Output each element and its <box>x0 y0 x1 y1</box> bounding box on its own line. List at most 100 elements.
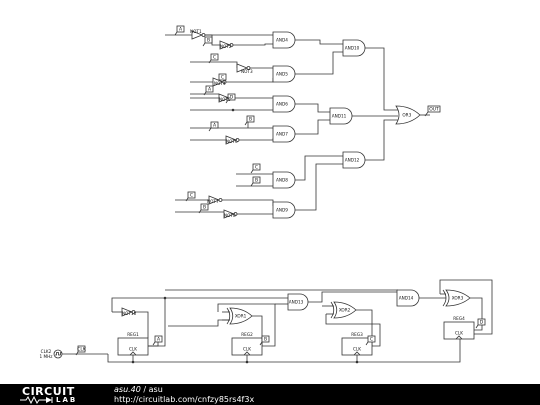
input-flag-label: A <box>213 123 217 129</box>
wire <box>238 138 274 141</box>
xor-gate[interactable] <box>226 307 253 325</box>
input-flag-label: C <box>221 75 224 81</box>
not-gate[interactable] <box>223 209 238 219</box>
register[interactable] <box>443 321 475 340</box>
or-gate[interactable] <box>395 105 421 125</box>
junction-dot <box>231 108 235 112</box>
wire <box>308 291 398 303</box>
not-gate[interactable] <box>219 40 234 50</box>
register-label: REG4 <box>453 316 465 321</box>
not-gate-label: NOT8 <box>224 213 236 218</box>
wire-layer <box>62 34 493 364</box>
input-flag[interactable] <box>202 36 213 47</box>
not-gate-label: NOT3 <box>241 69 253 74</box>
input-flag[interactable] <box>250 163 261 174</box>
not-gate[interactable] <box>208 195 223 205</box>
and-gate[interactable] <box>272 201 296 219</box>
and-gate-label: AND6 <box>276 102 288 107</box>
wire <box>295 119 330 135</box>
input-flag[interactable] <box>198 203 209 214</box>
or-gate-label: OR3 <box>402 113 411 118</box>
input-flag-label: C <box>255 165 258 171</box>
and-gate[interactable] <box>329 107 353 125</box>
xor-gate[interactable] <box>330 301 357 319</box>
circuit-name[interactable]: asu <box>148 385 163 394</box>
wire <box>190 61 238 68</box>
not-gate-label: NOT7 <box>207 199 219 204</box>
register[interactable] <box>117 337 149 356</box>
input-flag[interactable] <box>174 25 185 36</box>
register-output-flag[interactable] <box>152 335 163 346</box>
and-gate[interactable] <box>272 171 296 189</box>
xor-gate[interactable] <box>442 289 471 307</box>
input-flag[interactable] <box>208 53 219 64</box>
and-gate[interactable] <box>342 151 366 169</box>
clock-source[interactable] <box>53 349 63 359</box>
logo-resistor-icon <box>20 396 53 404</box>
register[interactable] <box>231 337 263 356</box>
and-gate-label: AND11 <box>332 114 347 119</box>
input-flag-label: D <box>480 320 484 326</box>
and-gate-label: AND10 <box>345 46 360 51</box>
title-separator: / <box>140 385 149 394</box>
not-gate[interactable] <box>212 77 227 87</box>
and-gate[interactable] <box>342 39 366 57</box>
wire <box>470 297 483 322</box>
xor-gate-label: XOR1 <box>235 314 247 319</box>
not-gate[interactable] <box>121 307 136 317</box>
register-output-flag[interactable] <box>259 335 270 346</box>
wire <box>107 339 461 363</box>
wire <box>295 155 343 181</box>
circuit-id[interactable]: asu.40 <box>114 385 141 394</box>
not-gate-label: NOT4 <box>214 81 226 86</box>
register[interactable] <box>341 337 373 356</box>
not-gate[interactable] <box>225 135 240 145</box>
and-gate-label: AND4 <box>276 38 288 43</box>
circuitlab-logo[interactable]: CIRCUIT <box>22 385 75 398</box>
and-gate[interactable] <box>287 293 309 311</box>
input-flag[interactable] <box>244 115 255 126</box>
register-output-flag[interactable] <box>365 335 376 346</box>
input-flag[interactable] <box>203 85 214 96</box>
register-clk-label: CLK <box>353 347 361 352</box>
input-flag-label: C <box>190 193 193 199</box>
not-gate-label: NOT6 <box>226 139 238 144</box>
wire <box>295 103 330 113</box>
circuit-url[interactable]: http://circuitlab.com/cnfzy85rs4f3x <box>114 395 255 404</box>
clock-flag[interactable] <box>75 345 86 356</box>
and-gate[interactable] <box>272 95 296 113</box>
and-gate-label: AND7 <box>276 132 288 137</box>
component-layer <box>53 25 486 359</box>
not-gate[interactable] <box>191 30 206 40</box>
and-gate[interactable] <box>272 31 296 49</box>
and-gate-label: AND9 <box>276 208 288 213</box>
circuitlab-logo-lab: LAB <box>56 396 78 404</box>
input-flag[interactable] <box>225 93 236 104</box>
not-gate-label: NOT2 <box>220 44 232 49</box>
wire <box>134 311 149 338</box>
not-gate[interactable] <box>236 63 251 73</box>
register-output-flag[interactable] <box>475 318 486 329</box>
and-gate[interactable] <box>272 125 296 143</box>
junction-dot <box>245 360 249 364</box>
wire <box>295 51 343 75</box>
wire <box>221 199 274 206</box>
input-flag-label: A <box>208 87 212 93</box>
and-gate[interactable] <box>272 65 296 83</box>
input-flag[interactable] <box>250 176 261 187</box>
not-gate-label: NOT1 <box>190 29 202 34</box>
wire <box>295 163 343 211</box>
clock-frequency: 1 MHz <box>40 354 54 359</box>
input-flag[interactable] <box>208 121 219 132</box>
junction-dot <box>131 360 135 364</box>
input-flag[interactable] <box>185 191 196 202</box>
wire <box>225 78 274 83</box>
input-flag-label: B <box>264 337 267 343</box>
and-gate[interactable] <box>396 289 420 307</box>
register-clk-label: CLK <box>129 347 137 352</box>
output-flag[interactable] <box>424 105 441 117</box>
clock-name: CLK2 <box>41 349 52 354</box>
not-gate-label: NOT10 <box>122 311 137 316</box>
